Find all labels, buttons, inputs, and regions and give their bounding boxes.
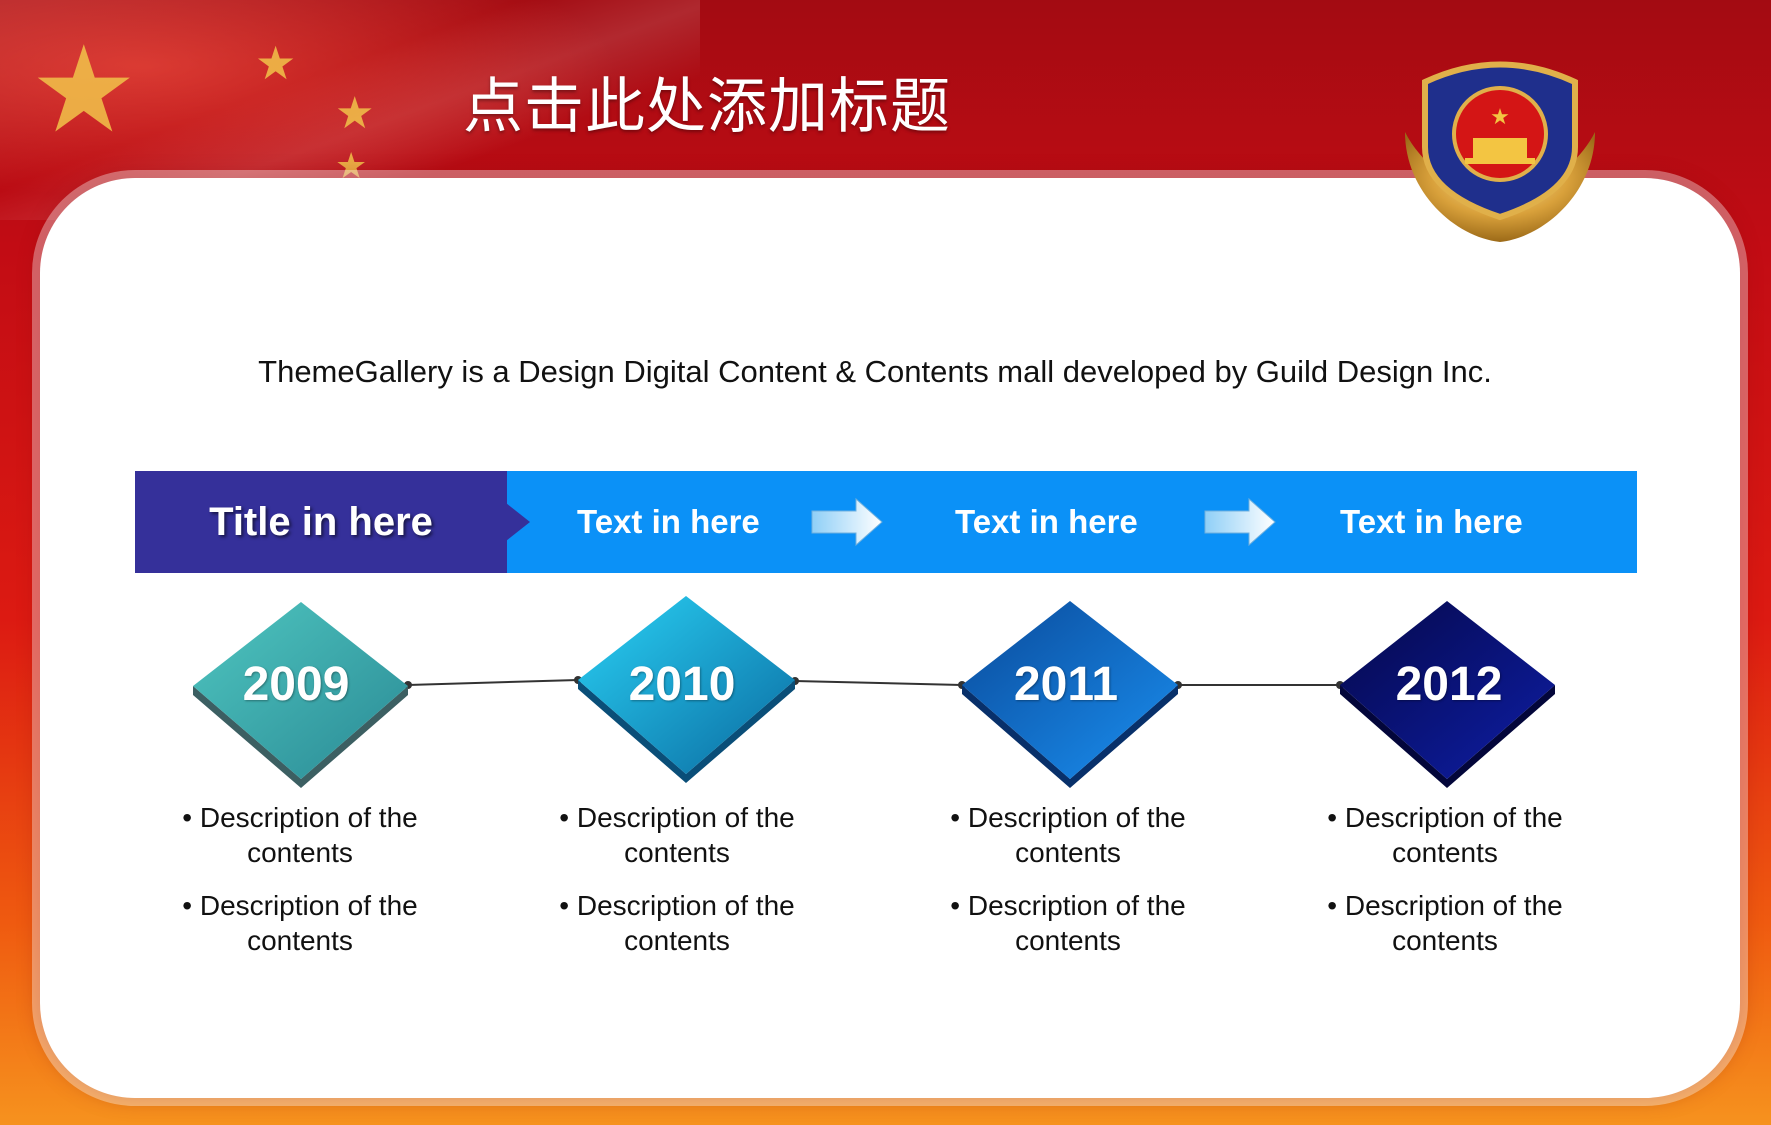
year-label: 2009 <box>242 658 350 711</box>
year-label: 2011 <box>1013 658 1119 711</box>
year-diamond <box>1340 601 1555 788</box>
year-diamond <box>578 596 795 783</box>
flag-star-icon: ★ <box>335 89 375 138</box>
description-list: • Description of the contents • Descript… <box>918 800 1218 976</box>
flag-star-icon: ★ <box>30 23 138 157</box>
description-list: • Description of the contents • Descript… <box>527 800 827 976</box>
band-title-notch <box>506 503 530 541</box>
band-item-text[interactable]: Text in here <box>1340 503 1523 540</box>
description-item: • Description of the contents <box>950 802 1186 868</box>
description-list: • Description of the contents • Descript… <box>1295 800 1595 976</box>
band-item-text[interactable]: Text in here <box>577 503 760 540</box>
flag-star-icon: ★ <box>335 145 368 186</box>
band-title[interactable]: Title in here <box>135 471 507 573</box>
flag-star-icon: ★ <box>255 37 297 89</box>
band-item-text[interactable]: Text in here <box>955 503 1138 540</box>
description-list: • Description of the contents • Descript… <box>150 800 450 976</box>
year-diamond <box>193 602 408 788</box>
right-arrow-icon <box>811 497 883 547</box>
police-emblem-icon: ★ <box>1405 61 1595 242</box>
description-item: • Description of the contents <box>1327 802 1563 868</box>
description-item: • Description of the contents <box>1327 890 1563 956</box>
subtitle-text: ThemeGallery is a Design Digital Content… <box>258 354 1492 389</box>
year-label: 2012 <box>1395 658 1503 711</box>
description-item: • Description of the contents <box>182 802 418 868</box>
year-label: 2010 <box>628 658 736 711</box>
year-diamond <box>962 601 1178 788</box>
description-item: • Description of the contents <box>182 890 418 956</box>
page-title[interactable]: 点击此处添加标题 <box>463 72 951 142</box>
right-arrow-icon <box>1204 497 1276 547</box>
svg-text:★: ★ <box>1490 105 1510 130</box>
description-item: • Description of the contents <box>559 890 795 956</box>
description-item: • Description of the contents <box>559 802 795 868</box>
description-item: • Description of the contents <box>950 890 1186 956</box>
